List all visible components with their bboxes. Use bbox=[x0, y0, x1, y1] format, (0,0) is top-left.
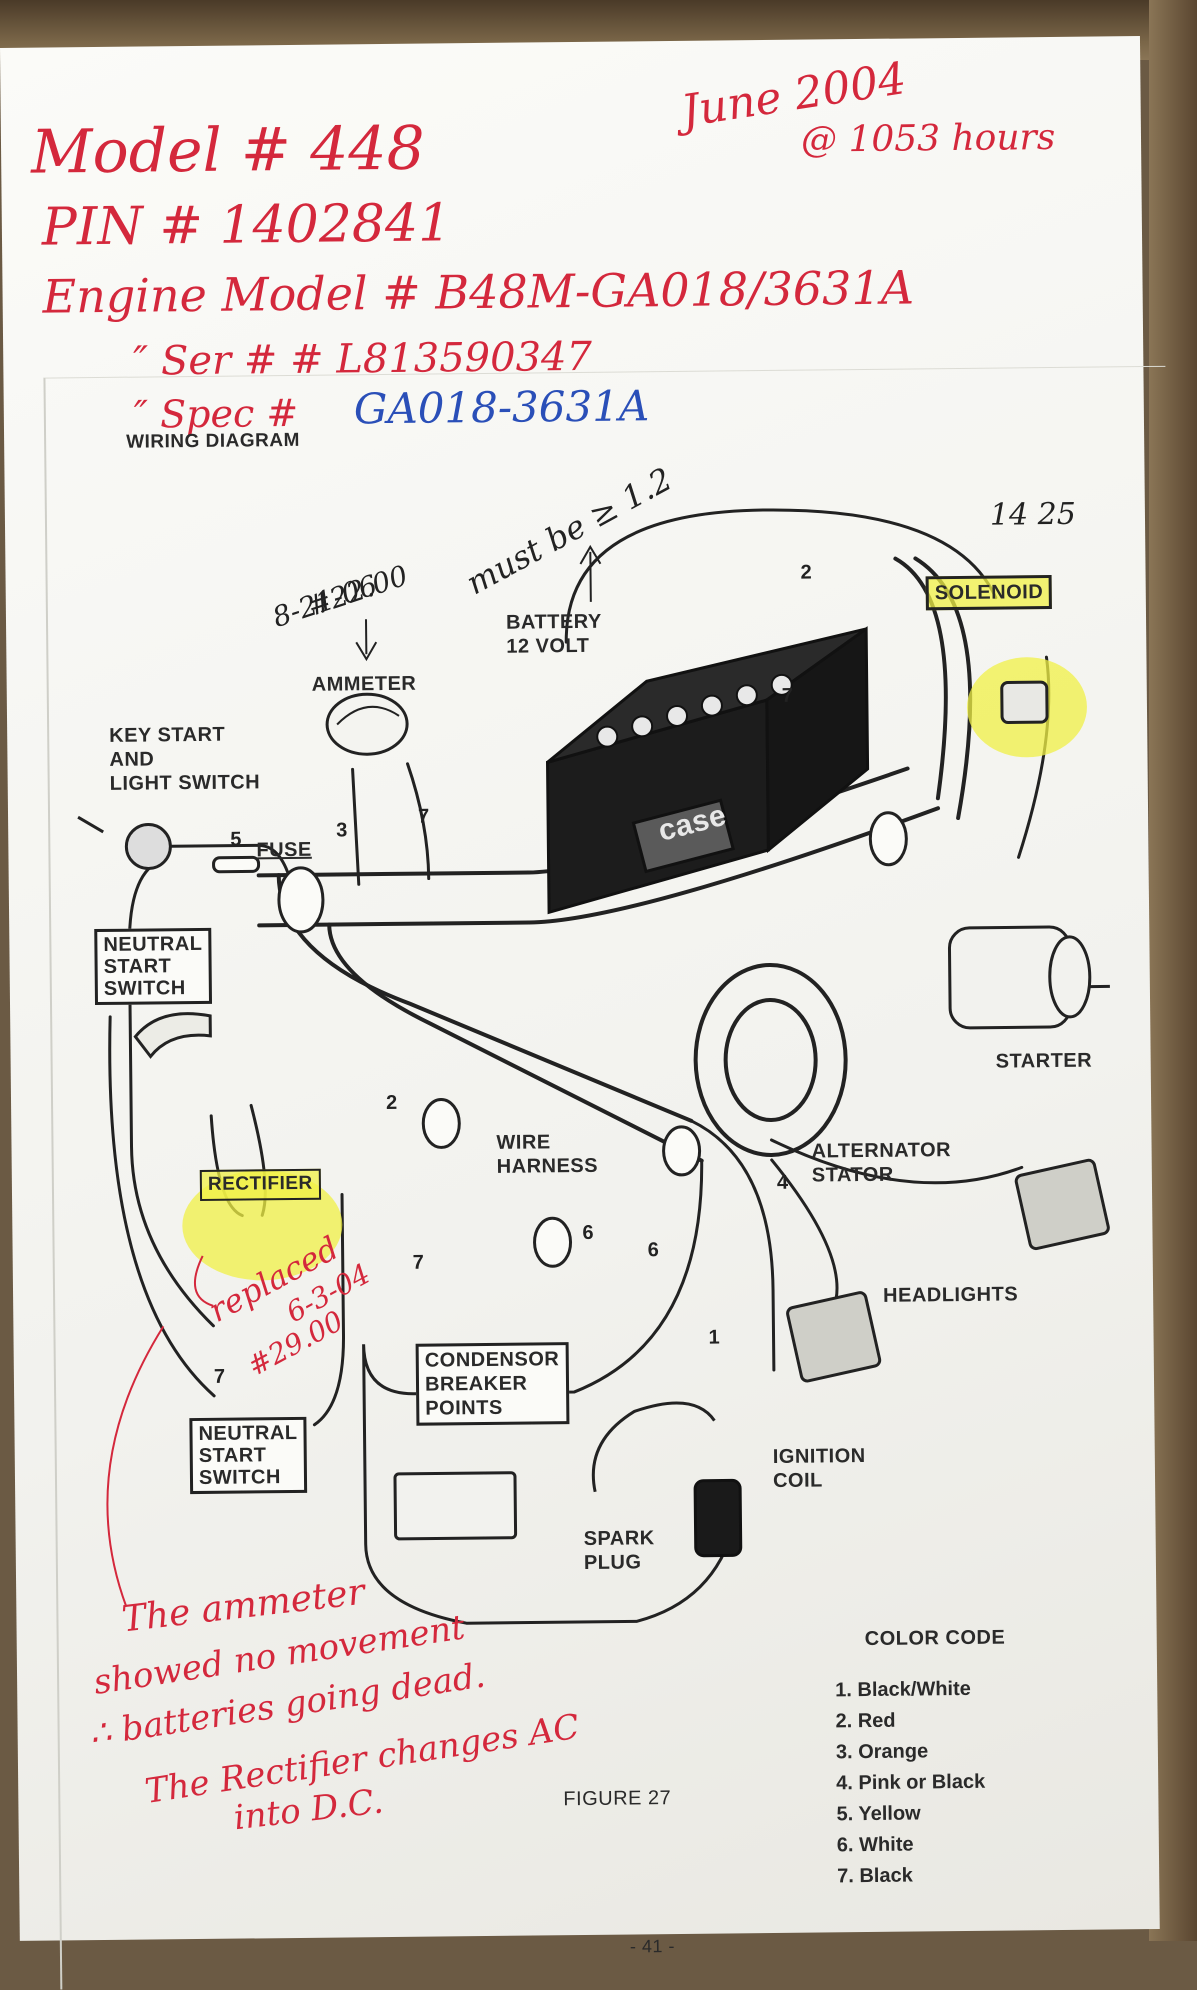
wire-number: 1 bbox=[708, 1326, 720, 1349]
spark-line-2: PLUG bbox=[583, 1551, 642, 1574]
neutral-bottom-line-3: SWITCH bbox=[198, 1466, 281, 1489]
figure-caption: FIGURE 27 bbox=[563, 1787, 672, 1811]
neutral-switch-top-label: NEUTRAL START SWITCH bbox=[94, 927, 213, 1006]
wire-number: 7 bbox=[417, 805, 430, 828]
color-code-item: 1. Black/White bbox=[835, 1677, 971, 1702]
neutral-switch-bottom-label: NEUTRAL START SWITCH bbox=[189, 1416, 308, 1495]
key-switch-line-1: KEY START bbox=[109, 723, 226, 747]
key-switch-line-3: LIGHT SWITCH bbox=[109, 771, 261, 795]
wire-harness-line-2: HARNESS bbox=[496, 1154, 599, 1178]
key-switch-label: KEY START AND LIGHT SWITCH bbox=[109, 722, 260, 796]
color-code-item: 6. White bbox=[836, 1833, 914, 1857]
color-code-item: 2. Red bbox=[835, 1709, 896, 1733]
spark-plug-label: SPARK PLUG bbox=[584, 1526, 656, 1575]
neutral-bottom-line-2: START bbox=[198, 1444, 267, 1467]
condensor-label: CONDENSOR BREAKER POINTS bbox=[415, 1342, 569, 1426]
wire-number: 7 bbox=[412, 1251, 424, 1274]
neutral-top-line-3: SWITCH bbox=[103, 977, 186, 1000]
wire-harness-line-1: WIRE bbox=[496, 1131, 551, 1154]
neutral-top-line-2: START bbox=[103, 955, 172, 978]
ignition-coil-label: IGNITION COIL bbox=[773, 1444, 866, 1493]
manual-page: Model # 448 PIN # 1402841 Engine Model #… bbox=[0, 36, 1183, 1990]
neutral-bottom-line-1: NEUTRAL bbox=[198, 1421, 298, 1445]
wire-number: 7 bbox=[213, 1365, 226, 1388]
wire-number: 2 bbox=[385, 1091, 398, 1115]
wire-number: 3 bbox=[336, 819, 348, 842]
color-code-item: 5. Yellow bbox=[836, 1802, 921, 1826]
page-number: - 41 - bbox=[629, 1936, 676, 1957]
ignition-line-2: COIL bbox=[772, 1469, 823, 1492]
wire-number: 6 bbox=[582, 1221, 594, 1244]
wire-number: 4 bbox=[776, 1171, 789, 1194]
wire-number: 7 bbox=[781, 684, 794, 707]
color-code-item: 4. Pink or Black bbox=[836, 1770, 986, 1795]
ammeter-label: AMMETER bbox=[311, 672, 417, 696]
battery-label-line-1: BATTERY bbox=[505, 610, 602, 634]
condensor-line-2: BREAKER bbox=[424, 1372, 528, 1396]
color-code-title: COLOR CODE bbox=[864, 1626, 1006, 1651]
color-code-item: 7. Black bbox=[837, 1864, 913, 1888]
wire-number: 5 bbox=[230, 828, 242, 851]
fuse-label: FUSE bbox=[256, 838, 312, 862]
wire-harness-label: WIRE HARNESS bbox=[496, 1130, 598, 1179]
rectifier-label: RECTIFIER bbox=[199, 1168, 321, 1201]
key-switch-line-2: AND bbox=[109, 748, 155, 771]
condensor-line-1: CONDENSOR bbox=[424, 1348, 560, 1372]
alternator-line-1: ALTERNATOR bbox=[811, 1139, 952, 1163]
solenoid-time-note: 14 25 bbox=[989, 496, 1077, 533]
ignition-line-1: IGNITION bbox=[772, 1445, 866, 1468]
solenoid-label: SOLENOID bbox=[925, 575, 1053, 611]
headlights-label: HEADLIGHTS bbox=[883, 1283, 1019, 1307]
wiring-diagram bbox=[77, 508, 1110, 1625]
battery-label: BATTERY 12 VOLT bbox=[506, 610, 602, 659]
battery-label-line-2: 12 VOLT bbox=[506, 634, 590, 658]
neutral-top-line-1: NEUTRAL bbox=[103, 932, 203, 956]
wood-background-right bbox=[1149, 0, 1197, 1941]
condensor-line-3: POINTS bbox=[425, 1396, 503, 1420]
alternator-line-2: STATOR bbox=[811, 1163, 894, 1187]
wire-number: 6 bbox=[647, 1239, 659, 1262]
starter-label: STARTER bbox=[995, 1049, 1093, 1073]
color-code-list: 1. Black/White 2. Red 3. Orange 4. Pink … bbox=[835, 1674, 986, 1893]
color-code-item: 3. Orange bbox=[835, 1740, 929, 1764]
alternator-label: ALTERNATOR STATOR bbox=[811, 1138, 951, 1187]
wire-number: 2 bbox=[800, 561, 812, 584]
spark-line-1: SPARK bbox=[583, 1527, 655, 1550]
